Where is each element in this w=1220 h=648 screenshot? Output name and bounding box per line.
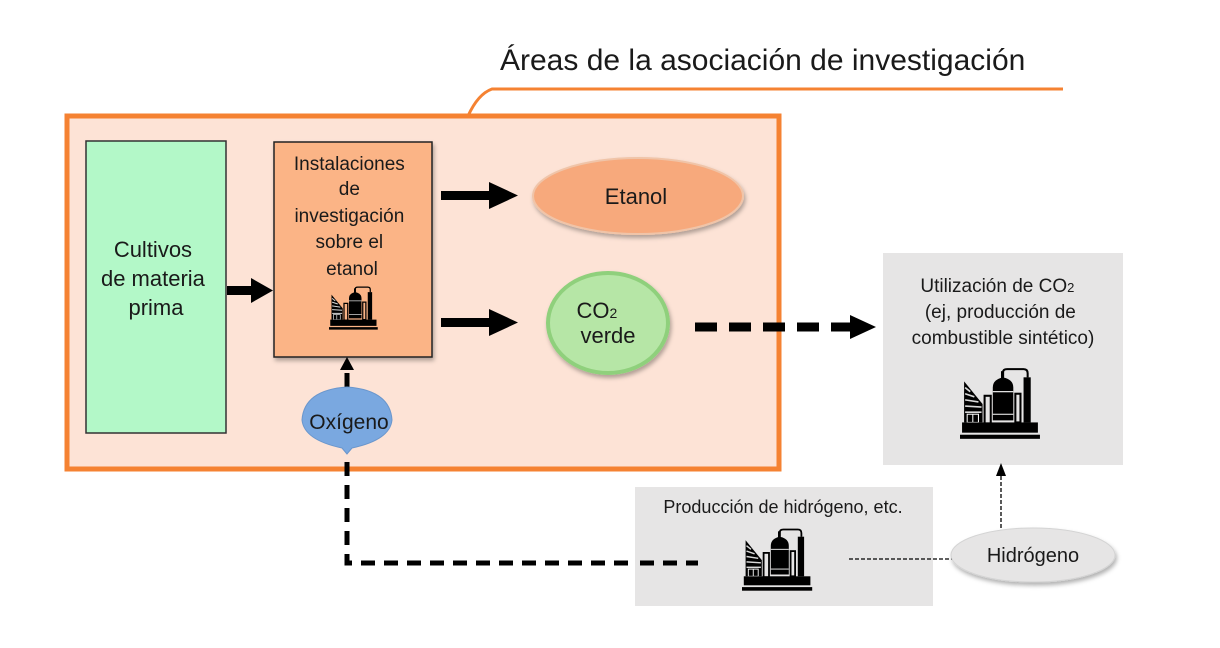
crops-label-line: Cultivos xyxy=(114,237,192,262)
green-co2-node: CO2 verde xyxy=(546,271,670,375)
arrow-facility-to-ethanol xyxy=(441,182,518,209)
hydrogen-production-label: Producción de hidrógeno, etc. xyxy=(663,497,902,517)
hydrogen-label: Hidrógeno xyxy=(987,545,1079,567)
title-connector-line xyxy=(466,87,1063,117)
oxygen-node: Oxígeno xyxy=(301,386,393,455)
dashed-arrow-oxygen-to-facility xyxy=(340,357,354,388)
facility-label-line: investigación xyxy=(294,206,404,227)
co2-verde-label: verde xyxy=(580,323,635,348)
svg-text:Instalaciones de i: Instalaciones de investigación sobre el … xyxy=(294,154,410,280)
co2-label: CO xyxy=(577,298,610,323)
dashed-line-h2-production-to-oxygen xyxy=(344,462,698,566)
ethanol-research-facility-node: Instalaciones de investigación sobre el … xyxy=(273,141,433,358)
co2-utilization-subscript: 2 xyxy=(1067,280,1074,295)
hydrogen-node: Hidrógeno xyxy=(950,527,1116,583)
facility-label-line: Instalaciones xyxy=(294,154,405,175)
dotted-arrow-hydrogen-to-utilization xyxy=(996,463,1006,528)
facility-label-line: etanol xyxy=(326,259,378,280)
diagram-title: Áreas de la asociación de investigación xyxy=(500,44,1025,77)
co2-utilization-example: combustible sintético) xyxy=(912,328,1095,349)
hydrogen-production-node: Producción de hidrógeno, etc. xyxy=(635,487,933,606)
svg-text:CO2 verde: CO2 verde xyxy=(577,298,636,348)
arrow-facility-to-co2 xyxy=(441,309,518,336)
facility-label-line: sobre el xyxy=(316,232,384,253)
co2-utilization-example: (ej, producción de xyxy=(925,302,1076,323)
co2-utilization-node: Utilización de CO2 (ej, producción de co… xyxy=(883,253,1123,465)
co2-subscript: 2 xyxy=(610,305,618,321)
dashed-arrow-co2-to-utilization xyxy=(695,315,876,339)
ethanol-node: Etanol xyxy=(532,157,744,235)
arrow-crops-to-facility xyxy=(227,278,273,303)
crops-node: Cultivos de materia prima xyxy=(85,140,227,434)
svg-text:Utilización de CO2 (ej,: Utilización de CO2 (ej, producción de co… xyxy=(912,276,1095,349)
ethanol-label: Etanol xyxy=(605,184,667,209)
facility-label-line: de xyxy=(339,179,360,200)
crops-label-line: prima xyxy=(128,295,184,320)
oxygen-label: Oxígeno xyxy=(309,411,388,434)
co2-utilization-title: Utilización de CO xyxy=(920,276,1067,297)
crops-label-line: de materia xyxy=(101,266,206,291)
svg-text:Cultivos de materia: Cultivos de materia prima xyxy=(101,237,211,320)
